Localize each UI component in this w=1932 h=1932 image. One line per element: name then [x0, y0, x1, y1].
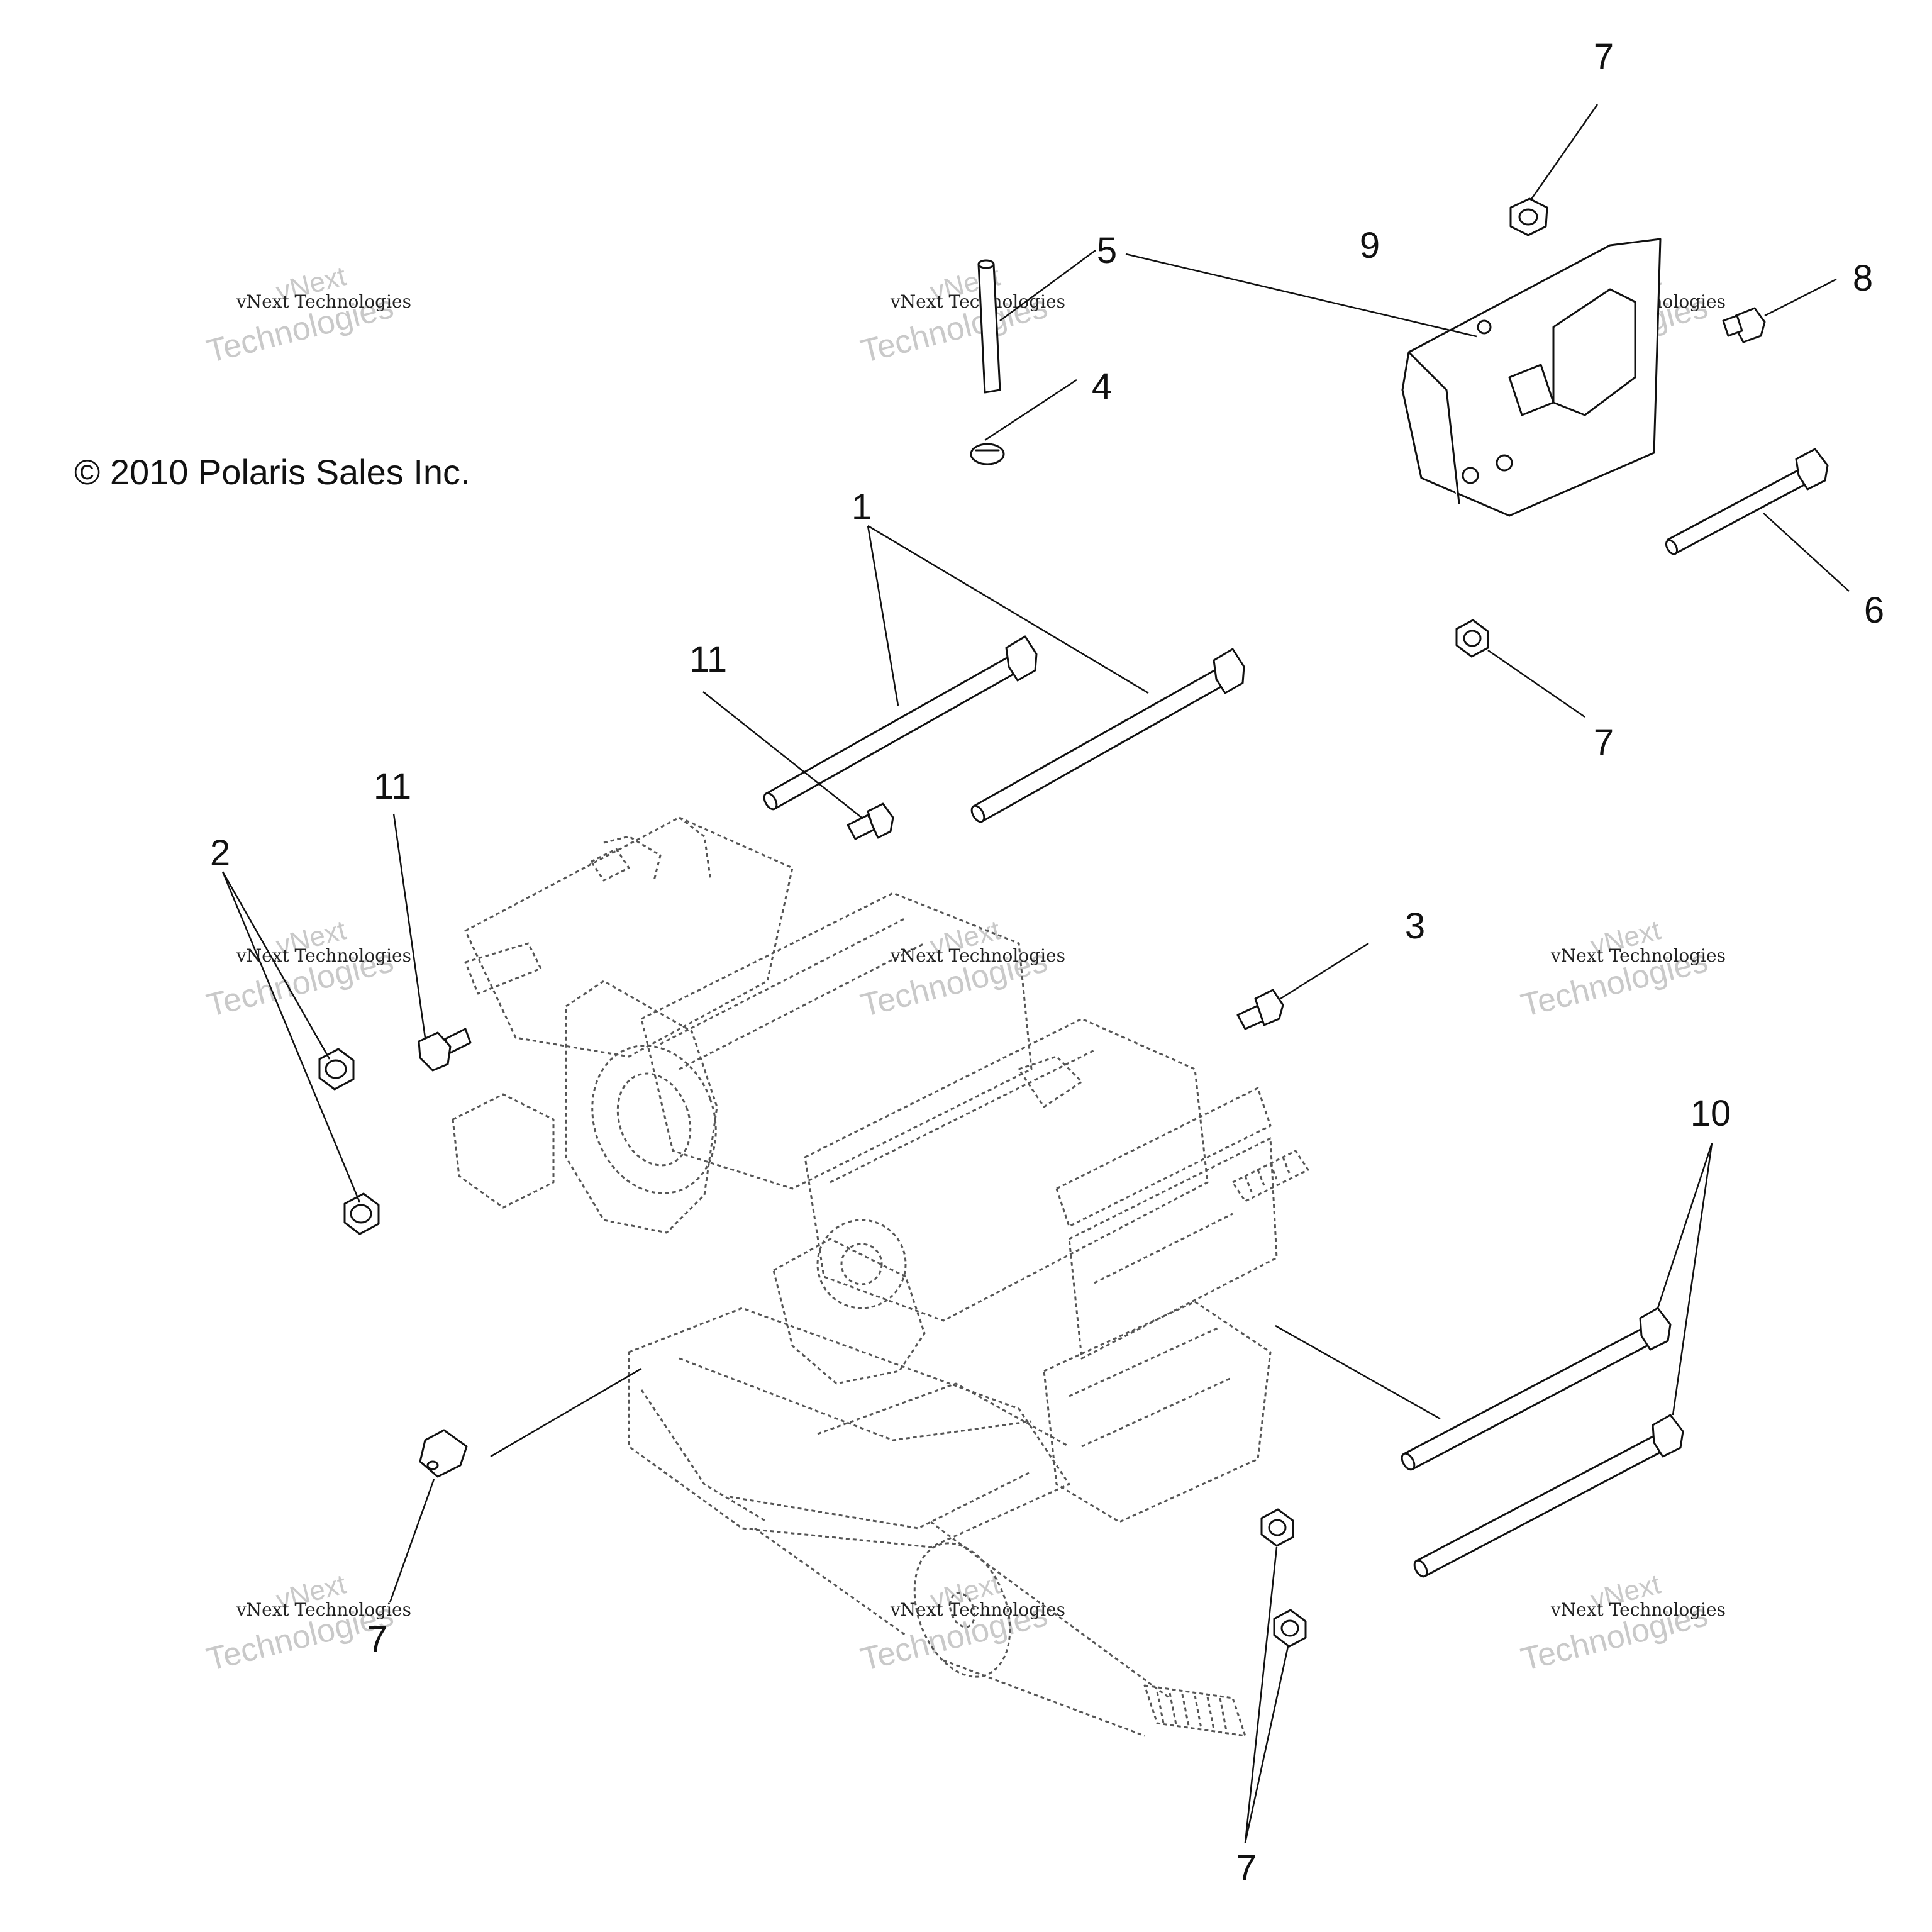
- callout-9: 9: [1360, 225, 1380, 266]
- bolt-short-center: [847, 802, 894, 840]
- bolt-flange-lower-left: [419, 1429, 468, 1478]
- callout-11-left: 11: [374, 766, 411, 807]
- bolt-long-upper-right: [970, 648, 1245, 823]
- callout-4: 4: [1092, 366, 1112, 407]
- bracket-part-9: [1401, 238, 1662, 517]
- pin-part-5: [977, 259, 1001, 394]
- nut-part-7-lower-a: [1260, 1508, 1294, 1547]
- callout-10: 10: [1690, 1093, 1731, 1134]
- callout-7-top: 7: [1594, 36, 1614, 77]
- nut-upper: [318, 1048, 355, 1091]
- clip-part-4: [970, 443, 1005, 465]
- callout-1: 1: [852, 487, 872, 528]
- callout-8: 8: [1853, 258, 1873, 299]
- bolt-part-8: [1722, 307, 1766, 343]
- nut-lower: [343, 1192, 380, 1235]
- bolt-part-3: [1236, 989, 1284, 1030]
- bolt-long-upper-left: [763, 635, 1038, 811]
- nut-part-7-top: [1509, 197, 1548, 236]
- callout-3: 3: [1405, 906, 1425, 947]
- nut-part-7-lower-b: [1273, 1609, 1307, 1648]
- callout-5: 5: [1097, 230, 1117, 271]
- callout-7-middle: 7: [1594, 722, 1614, 763]
- nut-part-7-middle: [1455, 619, 1489, 658]
- engine-ghost-outline: [452, 816, 1309, 1737]
- callout-6: 6: [1864, 590, 1884, 631]
- bolt-part-6: [1665, 448, 1829, 555]
- callout-labels: 1 2 3 4 5 6 7 8 9 10 11 11 7 7 7: [210, 36, 1884, 1889]
- copyright-notice: © 2010 Polaris Sales Inc.: [74, 452, 470, 492]
- callout-7-lower-left: 7: [367, 1619, 387, 1660]
- bolt-short-left: [418, 1028, 472, 1072]
- callout-7-bottom: 7: [1236, 1848, 1257, 1889]
- bolt-long-lower-lower: [1413, 1414, 1684, 1578]
- callout-2: 2: [210, 833, 230, 874]
- callout-11-upper: 11: [689, 639, 727, 680]
- leader-lines: [221, 104, 1850, 1843]
- bolt-long-lower-upper: [1401, 1307, 1672, 1471]
- hardware-parts: [318, 197, 1829, 1648]
